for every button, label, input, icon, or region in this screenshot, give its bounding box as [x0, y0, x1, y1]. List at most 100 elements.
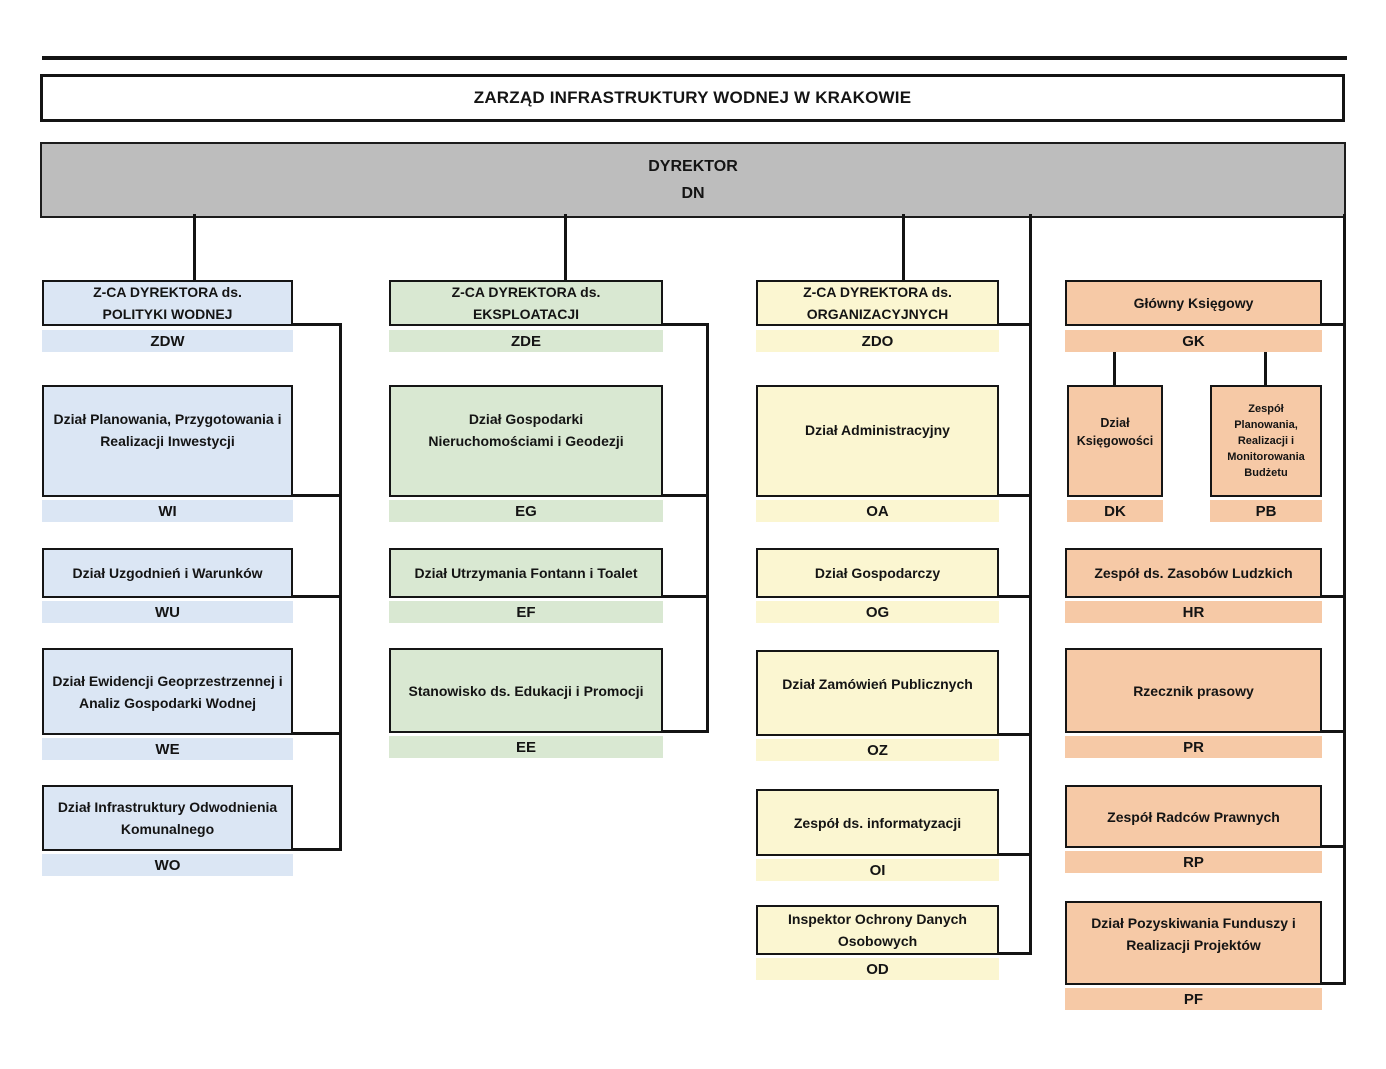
director-box: DYREKTOR DN	[40, 142, 1346, 218]
unit-name: Dział Infrastruktury Odwodnienia Komunal…	[57, 799, 278, 837]
connector-line	[999, 853, 1032, 856]
connector-line	[293, 595, 342, 598]
unit-box-rp: Zespół Radców Prawnych	[1065, 785, 1322, 848]
unit-box-oi: Zespół ds. informatyzacji	[756, 789, 999, 856]
unit-box-oz: Dział Zamówień Publicznych	[756, 650, 999, 736]
connector-line	[1029, 214, 1032, 955]
connector-line	[193, 214, 196, 280]
unit-code-od: OD	[756, 958, 999, 980]
connector-line	[1322, 323, 1346, 326]
connector-line	[663, 730, 709, 733]
dept-head-title-line1: Z-CA DYREKTORA ds.	[451, 284, 601, 300]
unit-name: Dział Administracyjny	[805, 422, 950, 438]
unit-box-wi: Dział Planowania, Przygotowania i Realiz…	[42, 385, 293, 497]
connector-line	[1322, 595, 1346, 598]
unit-name: Inspektor Ochrony Danych Osobowych	[788, 911, 967, 949]
unit-box-pr: Rzecznik prasowy	[1065, 648, 1322, 733]
connector-line	[663, 494, 709, 497]
unit-code-rp: RP	[1065, 851, 1322, 873]
unit-code-og: OG	[756, 601, 999, 623]
unit-name: Dział Zamówień Publicznych	[782, 676, 973, 692]
unit-name: Zespół Planowania, Realizacji i Monitoro…	[1227, 403, 1305, 479]
connector-line	[999, 323, 1032, 326]
connector-line	[706, 324, 709, 733]
connector-line	[293, 732, 342, 735]
unit-box-hr: Zespół ds. Zasobów Ludzkich	[1065, 548, 1322, 598]
connector-line	[1264, 352, 1267, 385]
connector-line	[293, 494, 342, 497]
connector-line	[999, 733, 1032, 736]
dept-code-zde: ZDE	[389, 330, 663, 352]
unit-name: Dział Ewidencji Geoprzestrzennej i Anali…	[52, 672, 283, 711]
unit-name: Dział Pozyskiwania Funduszy i Realizacji…	[1091, 915, 1296, 953]
unit-code-dk: DK	[1067, 500, 1163, 522]
unit-name: Dział Księgowości	[1076, 416, 1154, 448]
unit-box-wu: Dział Uzgodnień i Warunków	[42, 548, 293, 598]
unit-box-eg: Dział Gospodarki Nieruchomościami i Geod…	[389, 385, 663, 497]
unit-box-dk: Dział Księgowości	[1067, 385, 1163, 497]
connector-line	[902, 214, 905, 280]
dept-code-gk: GK	[1065, 330, 1322, 352]
connector-line	[663, 595, 709, 598]
director-code: DN	[681, 185, 705, 202]
dept-head-title-line1: Główny Księgowy	[1133, 295, 1254, 311]
connector-line	[1113, 352, 1116, 385]
unit-box-pf: Dział Pozyskiwania Funduszy i Realizacji…	[1065, 901, 1322, 985]
connector-line	[1322, 730, 1346, 733]
unit-box-og: Dział Gospodarczy	[756, 548, 999, 598]
connector-line	[1322, 845, 1346, 848]
unit-code-we: WE	[42, 738, 293, 760]
unit-box-ef: Dział Utrzymania Fontann i Toalet	[389, 548, 663, 598]
unit-name: Zespół Radców Prawnych	[1107, 808, 1280, 825]
connector-line	[663, 323, 709, 326]
unit-name: Zespół ds. Zasobów Ludzkich	[1094, 565, 1293, 581]
unit-name: Stanowisko ds. Edukacji i Promocji	[408, 682, 644, 699]
connector-line	[999, 494, 1032, 497]
unit-name: Dział Gospodarczy	[814, 565, 941, 581]
unit-code-oa: OA	[756, 500, 999, 522]
chart-title-box: ZARZĄD INFRASTRUKTURY WODNEJ W KRAKOWIE	[40, 74, 1345, 122]
connector-line	[999, 595, 1032, 598]
unit-code-pf: PF	[1065, 988, 1322, 1010]
dept-head-title-line2: ORGANIZACYJNYCH	[806, 306, 949, 322]
unit-code-ef: EF	[389, 601, 663, 623]
unit-box-ee: Stanowisko ds. Edukacji i Promocji	[389, 648, 663, 733]
director-name: DYREKTOR	[648, 158, 738, 175]
unit-code-ee: EE	[389, 736, 663, 758]
dept-code-zdw: ZDW	[42, 330, 293, 352]
dept-head-title-line1: Z-CA DYREKTORA ds.	[803, 284, 952, 300]
unit-code-wu: WU	[42, 601, 293, 623]
unit-box-pb: Zespół Planowania, Realizacji i Monitoro…	[1210, 385, 1322, 497]
unit-name: Zespół ds. informatyzacji	[793, 814, 962, 831]
unit-name: Dział Planowania, Przygotowania i Realiz…	[53, 411, 282, 449]
connector-line	[293, 848, 342, 851]
unit-code-eg: EG	[389, 500, 663, 522]
connector-line	[293, 323, 342, 326]
unit-name: Rzecznik prasowy	[1133, 682, 1254, 699]
unit-name: Dział Utrzymania Fontann i Toalet	[414, 565, 638, 581]
dept-head-title-line2: EKSPLOATACJI	[472, 306, 580, 322]
dept-head-title-line1: Z-CA DYREKTORA ds.	[93, 284, 242, 300]
dept-head-box-gk: Główny Księgowy	[1065, 280, 1322, 326]
unit-code-oz: OZ	[756, 739, 999, 761]
top-divider-line	[42, 56, 1347, 60]
unit-name: Dział Uzgodnień i Warunków	[72, 565, 263, 581]
unit-code-pb: PB	[1210, 500, 1322, 522]
unit-code-wo: WO	[42, 854, 293, 876]
dept-head-title-line2: POLITYKI WODNEJ	[102, 306, 233, 322]
dept-head-box-zdo: Z-CA DYREKTORA ds. ORGANIZACYJNYCH	[756, 280, 999, 326]
chart-title: ZARZĄD INFRASTRUKTURY WODNEJ W KRAKOWIE	[473, 88, 912, 107]
connector-line	[564, 214, 567, 280]
dept-head-box-zde: Z-CA DYREKTORA ds. EKSPLOATACJI	[389, 280, 663, 326]
connector-line	[1322, 982, 1346, 985]
unit-box-od: Inspektor Ochrony Danych Osobowych	[756, 905, 999, 955]
unit-box-we: Dział Ewidencji Geoprzestrzennej i Anali…	[42, 648, 293, 735]
unit-code-hr: HR	[1065, 601, 1322, 623]
unit-code-pr: PR	[1065, 736, 1322, 758]
connector-line	[339, 324, 342, 851]
unit-name: Dział Gospodarki Nieruchomościami i Geod…	[428, 411, 624, 449]
unit-box-oa: Dział Administracyjny	[756, 385, 999, 497]
dept-head-box-zdw: Z-CA DYREKTORA ds. POLITYKI WODNEJ	[42, 280, 293, 326]
unit-code-oi: OI	[756, 859, 999, 881]
